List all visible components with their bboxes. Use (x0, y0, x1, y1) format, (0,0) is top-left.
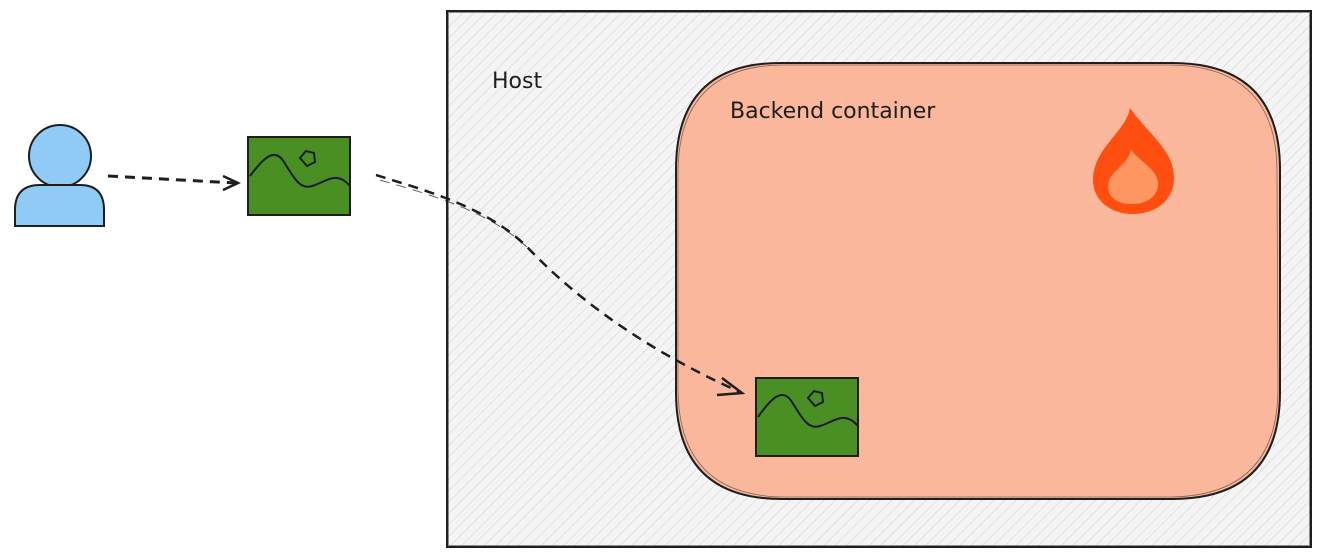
image-icon (247, 136, 351, 216)
host-label: Host (492, 69, 542, 94)
edge-image-to-container-image (375, 173, 746, 397)
user-icon (14, 124, 105, 227)
edge-user-to-image (107, 174, 241, 192)
backend-container-label: Backend container (730, 99, 936, 124)
container-image-icon (755, 377, 859, 457)
fire-icon (1093, 108, 1174, 214)
